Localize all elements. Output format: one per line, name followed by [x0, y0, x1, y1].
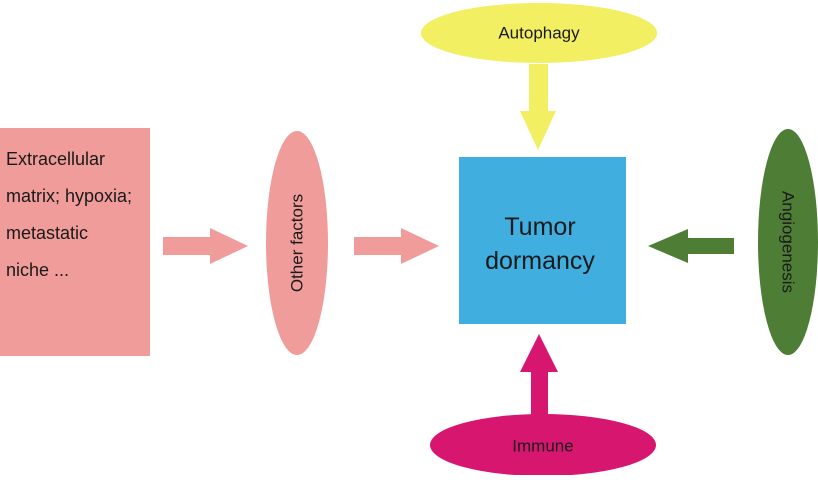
autophagy-node: Autophagy [421, 3, 657, 63]
tumor-dormancy-shape [459, 157, 626, 324]
tumor-dormancy-line-2: dormancy [485, 247, 595, 275]
arrow-autophagy-to-dormancy [520, 64, 556, 150]
arrow-immune-to-dormancy [520, 334, 558, 420]
other-factors-label: Other factors [288, 194, 307, 292]
angiogenesis-ellipse [758, 129, 818, 355]
other-factors-node: Other factors [266, 131, 328, 355]
immune-label: Immune [512, 437, 573, 456]
autophagy-label: Autophagy [498, 24, 580, 43]
angiogenesis-node: Angiogenesis [758, 129, 818, 355]
extracellular-factors-box: Extracellular matrix; hypoxia; metastati… [0, 128, 150, 356]
angiogenesis-label: Angiogenesis [779, 191, 798, 293]
tumor-dormancy-line-1: Tumor [504, 213, 575, 241]
extracellular-box-shape [0, 128, 150, 356]
arrow-angiogenesis-to-dormancy [648, 229, 734, 263]
extracellular-line-1: Extracellular [6, 149, 105, 169]
immune-ellipse [430, 414, 656, 476]
autophagy-ellipse [421, 3, 657, 63]
other-factors-ellipse [266, 131, 328, 355]
tumor-dormancy-box: Tumor dormancy [459, 157, 626, 324]
extracellular-line-3: metastatic [6, 223, 88, 243]
arrow-extracellular-to-other-factors [163, 228, 248, 264]
extracellular-line-4: niche ... [6, 260, 69, 280]
arrow-other-factors-to-dormancy [354, 228, 439, 264]
extracellular-line-2: matrix; hypoxia; [6, 186, 132, 206]
immune-node: Immune [430, 414, 656, 476]
